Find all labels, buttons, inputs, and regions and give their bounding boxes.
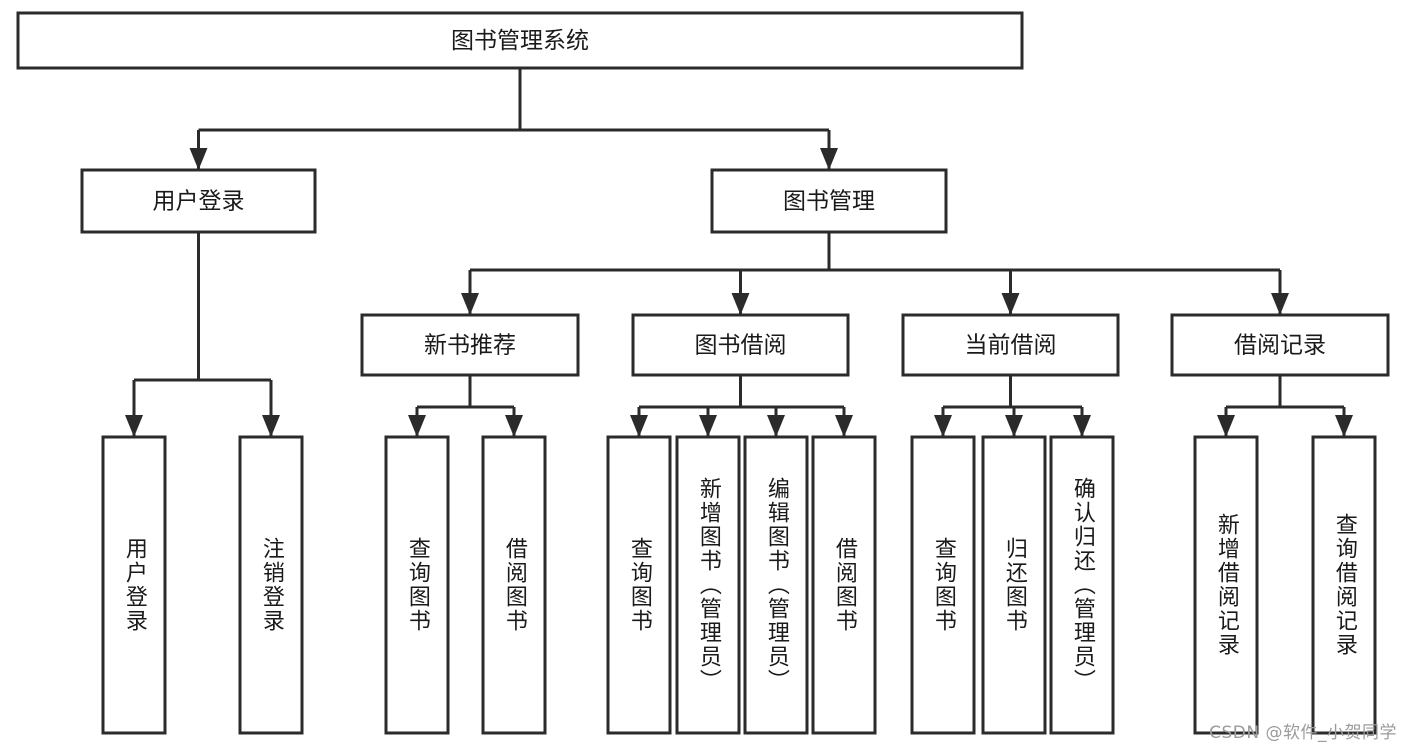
node-box-user-login-logout (238, 435, 304, 735)
arrow-down-icon-records-add-record (1217, 415, 1235, 437)
node-user-login[interactable]: 用户登录 (80, 168, 317, 234)
arrow-down-icon-borrow-query-book (630, 415, 648, 437)
node-box-user-login-login (101, 435, 167, 735)
connectors-layer (125, 68, 1353, 437)
node-box-borrow-records (1170, 313, 1390, 377)
node-recommend-query-book[interactable] (384, 435, 450, 735)
arrow-down-icon-borrow-edit-book-admin (767, 415, 785, 437)
node-new-book-recommend[interactable]: 新书推荐 (360, 313, 580, 377)
arrow-down-icon-current-query-book (934, 415, 952, 437)
arrow-down-icon-user-login-logout (262, 415, 280, 437)
node-label-new-book-recommend: 新书推荐 (424, 333, 516, 359)
node-box-borrow-borrow-book (811, 435, 877, 735)
node-borrow-add-book-admin[interactable] (675, 435, 741, 735)
node-root[interactable]: 图书管理系统 (16, 11, 1024, 70)
node-book-borrow[interactable]: 图书借阅 (631, 313, 850, 377)
node-box-book-management (710, 168, 948, 234)
node-box-borrow-query-book (606, 435, 672, 735)
node-label-user-login: 用户登录 (153, 189, 245, 215)
node-borrow-query-book[interactable] (606, 435, 672, 735)
arrow-down-icon-recommend-borrow-book (505, 415, 523, 437)
arrow-down-icon-borrow-borrow-book (835, 415, 853, 437)
node-box-recommend-borrow-book (481, 435, 547, 735)
node-box-borrow-edit-book-admin (743, 435, 809, 735)
csdn-watermark: CSDN @软件_小贺同学 (1209, 723, 1397, 743)
node-box-current-query-book (910, 435, 976, 735)
node-user-login-login[interactable] (101, 435, 167, 735)
arrow-down-icon-current-borrow (1001, 293, 1020, 315)
node-book-management[interactable]: 图书管理 (710, 168, 948, 234)
arrow-down-icon-book-management (820, 148, 838, 170)
node-label-borrow-records: 借阅记录 (1234, 333, 1326, 359)
arrow-down-icon-records-query-record (1335, 415, 1353, 437)
node-records-query-record[interactable] (1311, 435, 1377, 735)
node-box-recommend-query-book (384, 435, 450, 735)
node-current-confirm-return-admin[interactable] (1049, 435, 1115, 735)
node-box-records-add-record (1193, 435, 1259, 735)
node-records-add-record[interactable] (1193, 435, 1259, 735)
node-box-current-return-book (981, 435, 1047, 735)
node-label-book-management: 图书管理 (783, 189, 875, 215)
arrow-down-icon-user-login (189, 148, 208, 170)
node-label-book-borrow: 图书借阅 (695, 333, 787, 359)
arrow-down-icon-user-login-login (125, 415, 143, 437)
node-box-borrow-add-book-admin (675, 435, 741, 735)
node-box-new-book-recommend (360, 313, 580, 377)
node-label-root: 图书管理系统 (451, 28, 589, 54)
node-current-query-book[interactable] (910, 435, 976, 735)
arrow-down-icon-borrow-add-book-admin (699, 415, 717, 437)
node-borrow-borrow-book[interactable] (811, 435, 877, 735)
node-label-current-borrow: 当前借阅 (965, 333, 1057, 359)
node-user-login-logout[interactable] (238, 435, 304, 735)
arrow-down-icon-book-borrow (731, 293, 750, 315)
node-borrow-edit-book-admin[interactable] (743, 435, 809, 735)
arrow-down-icon-new-book-recommend (461, 293, 479, 315)
node-box-current-confirm-return-admin (1049, 435, 1115, 735)
arrow-down-icon-recommend-query-book (408, 415, 426, 437)
node-box-records-query-record (1311, 435, 1377, 735)
node-recommend-borrow-book[interactable] (481, 435, 547, 735)
node-box-current-borrow (901, 313, 1120, 377)
arrow-down-icon-current-confirm-return-admin (1073, 415, 1091, 437)
node-current-borrow[interactable]: 当前借阅 (901, 313, 1120, 377)
node-box-book-borrow (631, 313, 850, 377)
node-box-user-login (80, 168, 317, 234)
arrow-down-icon-current-return-book (1005, 415, 1023, 437)
node-box-root (16, 11, 1024, 70)
arrow-down-icon-borrow-records (1271, 293, 1289, 315)
node-current-return-book[interactable] (981, 435, 1047, 735)
node-borrow-records[interactable]: 借阅记录 (1170, 313, 1390, 377)
